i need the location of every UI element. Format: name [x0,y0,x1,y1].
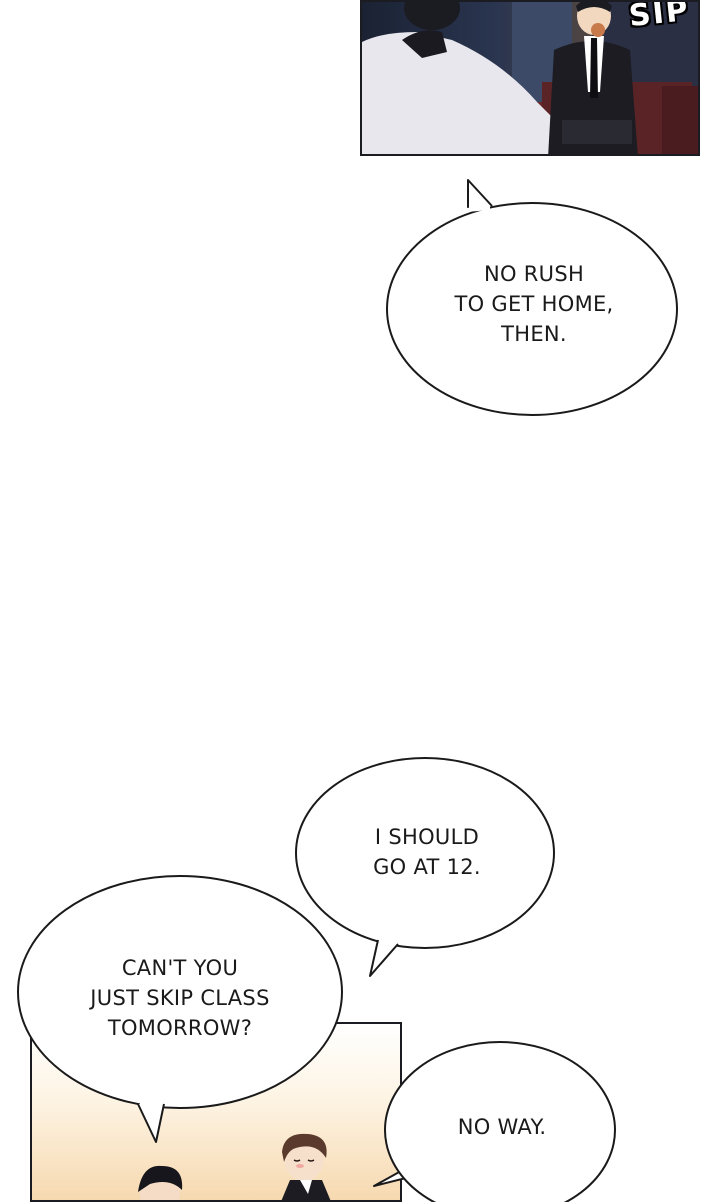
top-comic-panel: SIP [360,0,700,156]
bubble-shape [373,1041,616,1202]
bubble-line: TO GET HOME, [454,292,614,316]
bubble-shape [386,179,678,416]
bubble-line: I SHOULD [374,825,480,849]
speech-bubble-no-way: NO WAY. [370,1038,620,1202]
bubble-line: CAN'T YOU [121,956,239,980]
bubble-line: NO WAY. [457,1115,547,1139]
speech-bubble-no-rush: NO RUSH TO GET HOME, THEN. [384,178,680,418]
bubble-line: GO AT 12. [373,855,481,879]
speech-bubble-skip-class: CAN'T YOU JUST SKIP CLASS TOMORROW? [14,872,346,1144]
speech-bubble-go-at-12: I SHOULD GO AT 12. [294,756,560,980]
bubble-shape [17,875,343,1143]
bubble-shape [295,757,555,977]
bubble-line: TOMORROW? [107,1016,253,1040]
bubble-text-no-rush: NO RUSH TO GET HOME, THEN. [384,254,684,354]
bubble-text-go-at-12: I SHOULD GO AT 12. [294,818,560,886]
bubble-line: NO RUSH [483,262,585,286]
bubble-line: THEN. [501,322,567,346]
office-scene-illustration [362,2,698,154]
bubble-text-no-way: NO WAY. [384,1110,620,1144]
bubble-line: JUST SKIP CLASS [90,986,270,1010]
bubble-text-skip-class: CAN'T YOU JUST SKIP CLASS TOMORROW? [14,948,346,1048]
